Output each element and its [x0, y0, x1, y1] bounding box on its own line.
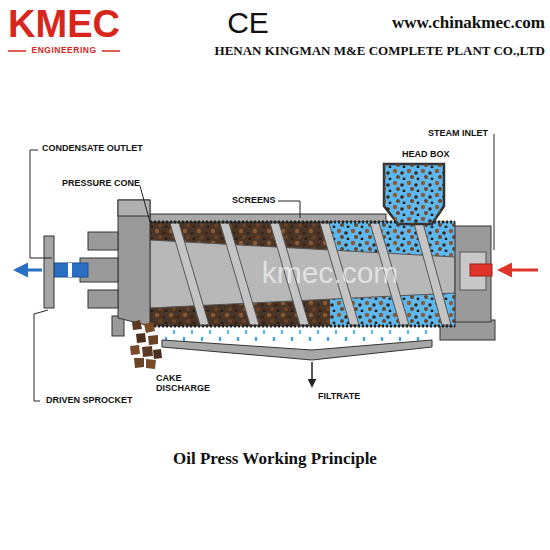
- cake-pile: [130, 320, 162, 369]
- filtrate: [162, 328, 432, 386]
- part-label: CAKE DISCHARGE: [156, 374, 218, 394]
- part-label: DRIVEN SPROCKET: [46, 396, 133, 406]
- steam-end: [455, 226, 538, 322]
- cake-chunk: [148, 335, 158, 345]
- part-label: PRESSURE CONE: [62, 179, 140, 189]
- leader-lines: [30, 134, 494, 401]
- sprocket: [44, 236, 54, 308]
- leader-line: [494, 134, 495, 250]
- leader-line: [30, 150, 52, 258]
- cake-chunk: [144, 322, 155, 333]
- part-label: CONDENSATE OUTLET: [42, 144, 143, 154]
- leader-line: [278, 201, 300, 218]
- leader-line: [34, 310, 48, 401]
- head-box-seeds: [384, 164, 444, 224]
- oil-drops: [165, 328, 430, 341]
- logo-subtitle: ENGINEERING: [31, 46, 96, 55]
- press-frame: [112, 214, 495, 340]
- cake-chunk: [142, 346, 153, 357]
- steam-shaft: [470, 264, 492, 276]
- oilseed-material: [150, 222, 455, 326]
- head-box-body: [384, 164, 444, 224]
- screw-flight: [170, 223, 209, 325]
- figure-caption: Oil Press Working Principle: [173, 450, 377, 469]
- logo-rule: [102, 50, 120, 52]
- company-name: HENAN KINGMAN M&E COMPLETE PLANT CO.,LTD: [215, 44, 545, 58]
- barrel: [150, 222, 455, 326]
- ce-mark: CE: [227, 6, 269, 39]
- end-housing: [455, 226, 491, 322]
- cake-chunk: [146, 359, 156, 369]
- drive-block: [88, 232, 118, 250]
- filtrate-trough: [162, 340, 432, 360]
- logo-rule: [8, 50, 26, 52]
- steam-arrow: [500, 269, 538, 272]
- part-label: FILTRATE: [318, 392, 360, 402]
- part-label: STEAM INLET: [428, 129, 488, 139]
- cake-chunk: [136, 333, 146, 343]
- part-label: SCREENS: [232, 196, 276, 206]
- screw-flight: [220, 223, 259, 325]
- cake-chunk: [134, 358, 144, 368]
- pressure-cone: [118, 200, 150, 326]
- cone-cap: [118, 200, 150, 216]
- condensate-arrow: [16, 269, 42, 272]
- part-label: HEAD BOX: [402, 150, 450, 160]
- filtrate-arrow: [311, 362, 313, 386]
- screw-flight: [414, 223, 451, 325]
- leader-line: [140, 186, 150, 222]
- shaft-band: [68, 263, 72, 277]
- drive-block: [88, 290, 118, 308]
- head-box: [384, 164, 444, 224]
- watermark: kmec.com: [262, 256, 399, 289]
- cake-chunk: [153, 349, 162, 359]
- drive-shaft: [54, 263, 88, 277]
- company-logo: KMEC: [8, 4, 120, 46]
- barrel-interior: [150, 222, 455, 326]
- cake-chunk: [132, 320, 142, 330]
- pressure-cone-and-drive: [16, 200, 150, 326]
- cake-chunk: [130, 345, 140, 355]
- website-url: www.chinakmec.com: [392, 14, 545, 33]
- screen-line: [150, 325, 455, 328]
